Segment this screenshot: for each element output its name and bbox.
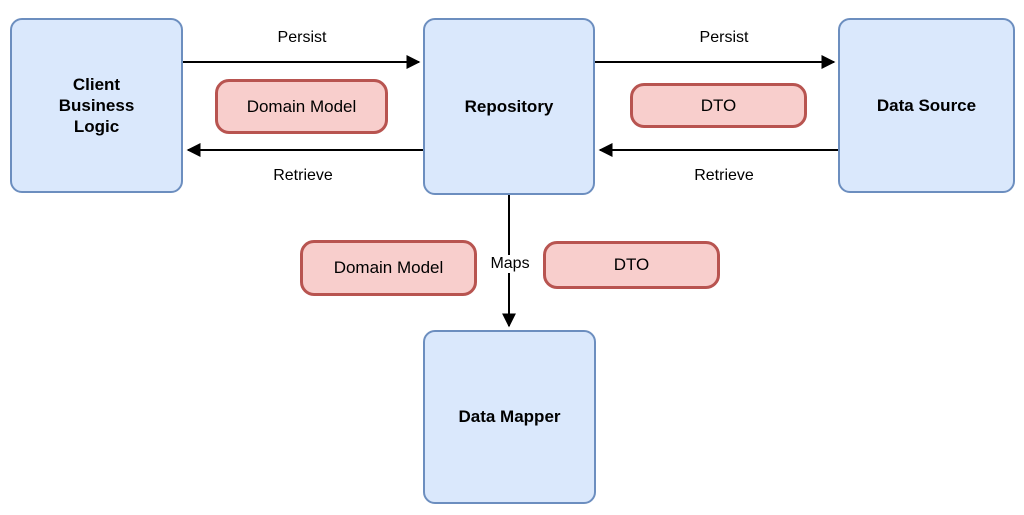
retrieve-left-arrow-label: Retrieve: [270, 167, 336, 185]
persist-right-arrow-label: Persist: [696, 29, 752, 47]
persist-left-arrow-label: Persist: [274, 29, 330, 47]
maps-arrow-label: Maps: [487, 255, 533, 273]
pill-domain-model-top: Domain Model: [215, 79, 388, 134]
node-client-business-logic: Client Business Logic: [10, 18, 183, 193]
pill-domain-model-bottom: Domain Model: [300, 240, 477, 296]
pill-dto-bottom-label: DTO: [613, 255, 650, 274]
pill-domain-model-bottom-label: Domain Model: [333, 258, 444, 277]
pill-dto-top: DTO: [630, 83, 807, 128]
retrieve-right-arrow-label: Retrieve: [691, 167, 757, 185]
node-repository-label: Repository: [464, 96, 554, 116]
node-data-source: Data Source: [838, 18, 1015, 193]
node-repository: Repository: [423, 18, 595, 195]
node-data-source-label: Data Source: [876, 95, 977, 115]
node-data-mapper: Data Mapper: [423, 330, 596, 504]
node-client-business-logic-label: Client Business Logic: [58, 74, 135, 137]
node-data-mapper-label: Data Mapper: [458, 407, 561, 427]
pill-dto-top-label: DTO: [700, 95, 737, 115]
pill-domain-model-top-label: Domain Model: [246, 96, 357, 116]
pill-dto-bottom: DTO: [543, 241, 720, 289]
